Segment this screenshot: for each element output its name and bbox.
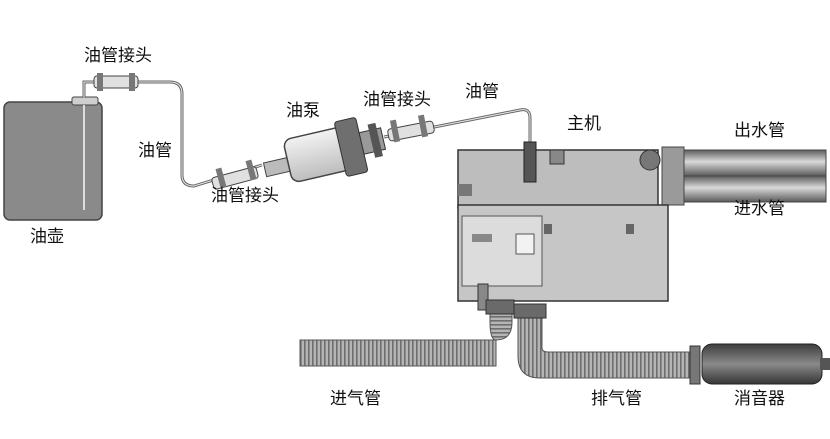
muffler (689, 343, 830, 385)
label-fuel-pump: 油泵 (286, 101, 320, 121)
heater-main-unit (457, 141, 669, 311)
air-intake-hose (299, 299, 515, 367)
fuel-line-joint-right (387, 114, 435, 143)
label-fuel-line-joint-bottom: 油管接头 (211, 186, 279, 206)
fuel-tank (3, 96, 103, 221)
label-air-intake: 进气管 (330, 389, 381, 409)
fuel-pump (262, 117, 387, 183)
label-exhaust: 排气管 (591, 389, 642, 409)
fuel-line-joint-bottom (211, 159, 259, 190)
label-fuel-line-joint-right: 油管接头 (363, 90, 431, 110)
exhaust-hose (513, 303, 701, 379)
label-water-outlet: 出水管 (734, 121, 785, 141)
label-fuel-tank: 油壶 (30, 227, 64, 247)
water-pipes (661, 146, 827, 206)
label-fuel-line-right: 油管 (465, 82, 499, 102)
label-fuel-line-left: 油管 (138, 141, 172, 161)
fuel-line-joint-top (93, 73, 139, 91)
label-main-unit: 主机 (567, 114, 601, 134)
label-fuel-line-joint-top: 油管接头 (84, 46, 152, 66)
label-water-inlet: 进水管 (734, 199, 785, 219)
label-muffler: 消音器 (734, 389, 785, 409)
fuel-line-inner (83, 81, 531, 187)
